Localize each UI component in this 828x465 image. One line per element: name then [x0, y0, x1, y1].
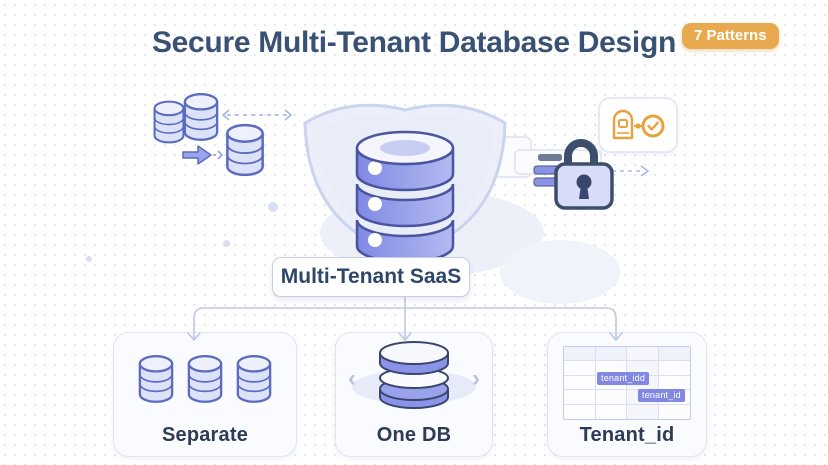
arrow-down-icon	[609, 332, 623, 342]
pattern-card-one-db: ‹ › One DB	[335, 332, 493, 457]
patterns-count-badge: 7 Patterns	[682, 23, 779, 49]
pattern-label: Separate	[161, 424, 249, 446]
databases-consolidation-icon	[153, 93, 293, 177]
flow-dashed-arrow-icon	[604, 165, 650, 177]
pattern-card-separate: Separate	[113, 332, 297, 457]
policy-bar-icon	[538, 154, 562, 161]
multi-tenant-saas-label: Multi-Tenant SaaS	[272, 257, 470, 297]
certificate-check-icon	[612, 109, 665, 140]
shield-database-icon	[303, 103, 507, 264]
single-database-stack-icon	[352, 341, 476, 409]
decorative-dot	[223, 240, 230, 247]
small-database-icon	[153, 100, 185, 144]
pattern-label: Tenant_id	[579, 424, 675, 446]
chevron-left-icon: ‹	[348, 365, 356, 392]
security-lock-icon	[533, 139, 614, 210]
tenant-id-cell-badge: tenant_id	[638, 389, 685, 402]
migrate-arrow-line-icon	[213, 150, 224, 160]
branch-connector	[187, 294, 623, 342]
pattern-label: One DB	[376, 424, 452, 446]
migrate-arrow-icon	[182, 145, 212, 165]
lock-shackle	[564, 139, 598, 166]
chevron-right-icon: ›	[472, 365, 480, 392]
compliance-card	[598, 97, 678, 153]
arrow-down-icon	[187, 332, 201, 342]
sync-dashed-arrow-icon	[221, 109, 293, 121]
tenant-id-cell-badge: tenant_idd	[597, 372, 650, 385]
arrow-down-icon	[398, 332, 412, 342]
keyhole-icon	[576, 174, 592, 190]
decorative-dot	[268, 202, 278, 212]
page-title: Secure Multi-Tenant Database Design	[151, 26, 677, 59]
decorative-dot	[86, 256, 92, 262]
three-databases-icon	[138, 355, 272, 403]
keyhole-stem	[579, 185, 589, 199]
pattern-card-tenant-id: tenant_idd tenant_id Tenant_id	[547, 332, 707, 457]
target-database-icon	[226, 123, 264, 177]
large-database-icon	[355, 130, 455, 264]
decorative-ellipse-small	[500, 240, 620, 304]
small-database-icon	[183, 93, 219, 141]
